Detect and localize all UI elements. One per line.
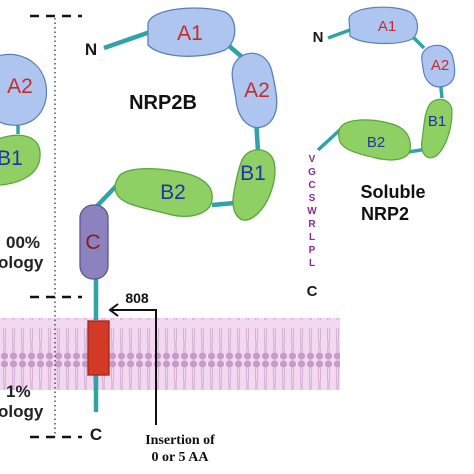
nrp2b-b1-domain — [232, 149, 276, 221]
residue-808-label: 808 — [125, 290, 149, 306]
tail-residue: C — [308, 180, 315, 191]
nrp2b-n-terminus: N — [85, 40, 97, 59]
tail-residue: W — [307, 206, 317, 217]
cell-membrane — [0, 318, 340, 390]
left-b1-label: B1 — [0, 147, 23, 170]
soluble-b1-label: B1 — [428, 113, 446, 130]
tail-residue: G — [308, 167, 316, 178]
left-a2-domain — [0, 53, 48, 126]
tail-residue: L — [309, 258, 315, 269]
nrp2b-transmembrane-segment — [87, 320, 110, 376]
nrp2b-c-label: C — [85, 231, 100, 254]
nrp2b-c-terminus: C — [90, 425, 102, 444]
soluble-title-line1: Soluble — [360, 182, 425, 202]
soluble-b2-label: B2 — [367, 134, 385, 151]
soluble-a2-domain — [421, 44, 456, 88]
nrp2b-isoform: A1 A2 B1 B2 C N C NRP2B 808 Insertion of… — [79, 7, 278, 465]
left-homology-bottom: ology — [0, 402, 44, 421]
left-b1-domain — [0, 134, 41, 186]
nrp2b-title: NRP2B — [129, 92, 197, 114]
nrp2b-b2-domain — [114, 168, 213, 217]
soluble-nrp2-isoform: A1 A2 B1 B2 N C Soluble NRP2 V G C S W R… — [307, 6, 456, 300]
left-percent-top: 00% — [6, 233, 40, 252]
residue-808-marker — [108, 303, 157, 425]
soluble-n-terminus: N — [313, 29, 324, 46]
nrp2b-c-domain — [79, 204, 109, 280]
separator-lines — [30, 14, 82, 439]
tail-residue: P — [309, 245, 316, 256]
nrp2b-a2-domain — [231, 52, 278, 129]
soluble-title-line2: NRP2 — [361, 204, 409, 224]
tail-residue: S — [309, 193, 316, 204]
left-percent-bottom: 1% — [6, 382, 31, 401]
soluble-a2-label: A2 — [431, 57, 449, 74]
nrp2b-a2-label: A2 — [244, 79, 270, 102]
soluble-a1-domain — [348, 6, 419, 45]
insertion-note-line2: 0 or 5 AA — [152, 450, 210, 465]
nrp2b-b2-label: B2 — [160, 181, 186, 204]
soluble-b2-domain — [337, 119, 411, 161]
tail-residue: V — [309, 154, 316, 165]
nrp2b-b1-label: B1 — [240, 162, 266, 185]
nrp2b-a1-label: A1 — [177, 22, 203, 45]
soluble-b1-domain — [421, 98, 453, 159]
insertion-note-line1: Insertion of — [145, 433, 215, 448]
left-isoform-partial: A2 B1 00% ology 1% ology — [0, 53, 48, 421]
left-a2-label: A2 — [7, 75, 33, 98]
soluble-a1-label: A1 — [378, 18, 396, 35]
left-homology-top: ology — [0, 253, 44, 272]
nrp2b-a1-domain — [147, 7, 236, 57]
soluble-tail-sequence: V G C S W R L P L — [307, 154, 317, 269]
tail-residue: L — [309, 232, 315, 243]
tail-residue: R — [308, 219, 316, 230]
soluble-c-terminus: C — [307, 283, 318, 300]
